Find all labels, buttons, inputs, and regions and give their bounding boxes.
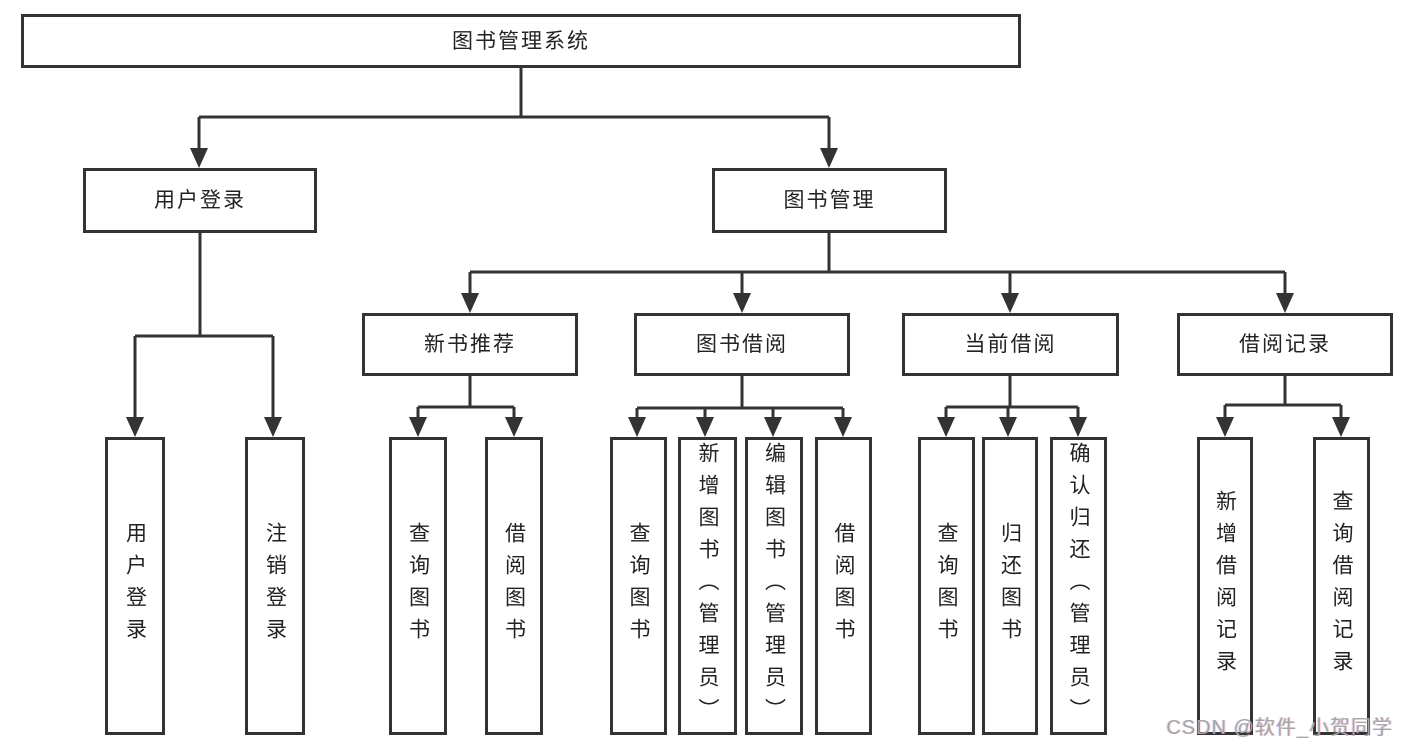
- node-book-management-label: 图书管理: [783, 189, 876, 212]
- leaf-logout-label: 注销登录: [263, 522, 287, 650]
- node-current-borrowing: 当前借阅: [902, 313, 1119, 376]
- leaf-query-books-current: 查询图书: [918, 437, 975, 735]
- leaf-query-books-current-label: 查询图书: [935, 522, 958, 650]
- leaf-confirm-return-admin-label: 确认归还（管理员）: [1067, 442, 1090, 730]
- leaf-query-borrow-record-label: 查询借阅记录: [1330, 490, 1353, 682]
- leaf-logout: 注销登录: [245, 437, 305, 735]
- leaf-borrow-books-borrowing-label: 借阅图书: [832, 522, 855, 650]
- node-book-borrowing-label: 图书借阅: [696, 333, 788, 356]
- leaf-return-books-label: 归还图书: [998, 522, 1022, 650]
- node-borrow-records-label: 借阅记录: [1239, 333, 1331, 356]
- leaf-borrow-books-borrowing: 借阅图书: [815, 437, 872, 735]
- leaf-query-books-recommend-label: 查询图书: [406, 522, 430, 650]
- node-book-management: 图书管理: [712, 168, 947, 233]
- leaf-user-login-label: 用户登录: [123, 522, 147, 650]
- leaf-user-login: 用户登录: [105, 437, 165, 735]
- leaf-query-books-borrowing-label: 查询图书: [627, 522, 650, 650]
- leaf-return-books: 归还图书: [982, 437, 1038, 735]
- leaf-confirm-return-admin: 确认归还（管理员）: [1050, 437, 1107, 735]
- node-borrow-records: 借阅记录: [1177, 313, 1393, 376]
- csdn-watermark: CSDN @软件_小贺同学: [1166, 717, 1393, 739]
- node-current-borrowing-label: 当前借阅: [964, 333, 1057, 356]
- leaf-query-books-recommend: 查询图书: [389, 437, 447, 735]
- node-user-login: 用户登录: [83, 168, 317, 233]
- leaf-borrow-books-recommend: 借阅图书: [485, 437, 543, 735]
- leaf-add-borrow-record: 新增借阅记录: [1197, 437, 1253, 735]
- leaf-edit-book-admin: 编辑图书（管理员）: [745, 437, 803, 735]
- node-new-book-recommend: 新书推荐: [362, 313, 578, 376]
- leaf-add-borrow-record-label: 新增借阅记录: [1213, 490, 1237, 682]
- node-root-system: 图书管理系统: [21, 14, 1021, 68]
- leaf-add-book-admin: 新增图书（管理员）: [678, 437, 737, 735]
- leaf-add-book-admin-label: 新增图书（管理员）: [696, 442, 719, 730]
- node-book-borrowing: 图书借阅: [634, 313, 850, 376]
- node-new-book-recommend-label: 新书推荐: [424, 333, 516, 356]
- leaf-query-books-borrowing: 查询图书: [610, 437, 667, 735]
- leaf-query-borrow-record: 查询借阅记录: [1313, 437, 1370, 735]
- node-user-login-label: 用户登录: [154, 189, 246, 212]
- leaf-edit-book-admin-label: 编辑图书（管理员）: [762, 442, 786, 730]
- node-root-label: 图书管理系统: [452, 29, 590, 53]
- leaf-borrow-books-recommend-label: 借阅图书: [502, 522, 526, 650]
